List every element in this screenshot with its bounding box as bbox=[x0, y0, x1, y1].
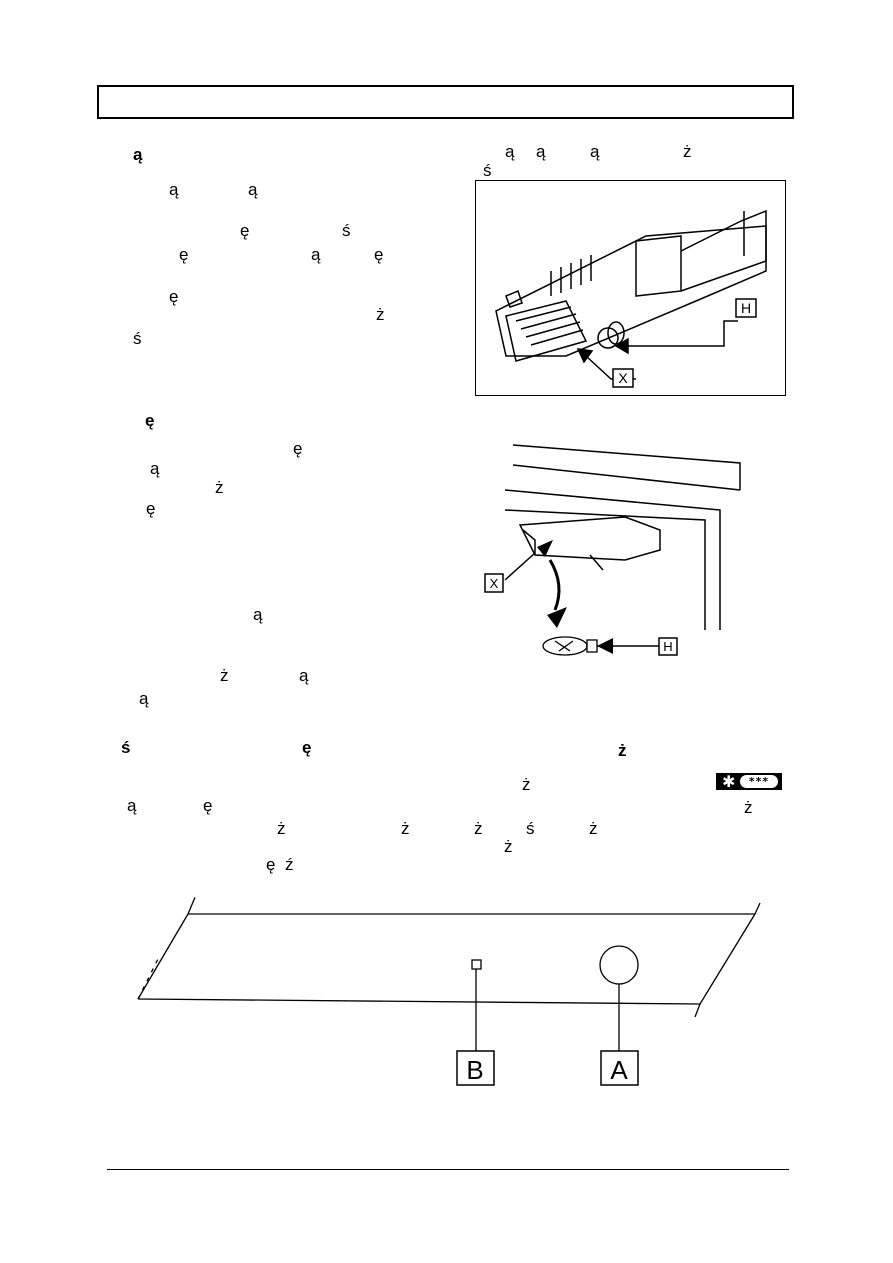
glyph: ę bbox=[266, 855, 276, 874]
glyph: ę bbox=[293, 439, 303, 458]
glyph: ą bbox=[536, 142, 546, 161]
glyph: ą bbox=[139, 689, 149, 708]
glyph: ż bbox=[215, 478, 224, 497]
glyph: ż bbox=[376, 305, 385, 324]
glyph: ę bbox=[179, 245, 189, 264]
label-x: X bbox=[490, 576, 499, 591]
header-box bbox=[97, 85, 794, 119]
glyph: ż bbox=[589, 819, 598, 838]
label-a: A bbox=[610, 1055, 628, 1085]
glyph: ą bbox=[299, 666, 309, 685]
glyph: ę bbox=[203, 796, 213, 815]
glyph: ę bbox=[145, 411, 155, 430]
glyph: ę bbox=[374, 245, 384, 264]
glyph: ą bbox=[311, 245, 321, 264]
figure-control-panel: B A bbox=[120, 885, 770, 1095]
figure-bulb-removal: X H bbox=[475, 435, 775, 660]
figure-control-panel-drawing: B A bbox=[137, 894, 761, 1086]
glyph: ą bbox=[127, 796, 137, 815]
glyph: ś bbox=[526, 819, 535, 838]
glyph: ż bbox=[220, 666, 229, 685]
glyph: ż bbox=[618, 741, 627, 760]
figure-lamp-cover: H X bbox=[475, 180, 786, 396]
label-h: H bbox=[663, 639, 672, 654]
label-h: H bbox=[741, 300, 751, 316]
glyph: ą bbox=[248, 180, 258, 199]
glyph: ę bbox=[146, 499, 156, 518]
label-x: X bbox=[618, 370, 628, 386]
glyph: ż bbox=[522, 775, 531, 794]
star-rating: *** bbox=[740, 775, 778, 788]
label-b: B bbox=[466, 1055, 483, 1085]
glyph: ą bbox=[169, 180, 179, 199]
glyph: ś bbox=[121, 738, 131, 757]
glyph: ś bbox=[342, 221, 351, 240]
glyph: ż bbox=[744, 798, 753, 817]
glyph: ą bbox=[150, 459, 160, 478]
glyph: ż bbox=[504, 837, 513, 856]
glyph: ż bbox=[683, 142, 692, 161]
glyph: ę bbox=[240, 221, 250, 240]
glyph: ą bbox=[505, 142, 515, 161]
glyph: ę bbox=[302, 738, 312, 757]
figure-bulb-removal-drawing: X H bbox=[484, 444, 741, 656]
glyph: ż bbox=[474, 819, 483, 838]
glyph: ś bbox=[483, 161, 492, 180]
glyph: ź bbox=[285, 855, 294, 874]
snowflake-icon: ✱ bbox=[722, 772, 736, 791]
glyph: ą bbox=[133, 145, 143, 164]
glyph: ż bbox=[401, 819, 410, 838]
glyph: ż bbox=[277, 819, 286, 838]
glyph: ą bbox=[253, 605, 263, 624]
glyph: ś bbox=[133, 329, 142, 348]
glyph: ę bbox=[169, 287, 179, 306]
freezer-rating-badge: ✱ *** bbox=[716, 773, 782, 790]
glyph: ą bbox=[590, 142, 600, 161]
footer-rule bbox=[107, 1169, 789, 1170]
figure-lamp-cover-drawing: H X bbox=[495, 209, 767, 388]
